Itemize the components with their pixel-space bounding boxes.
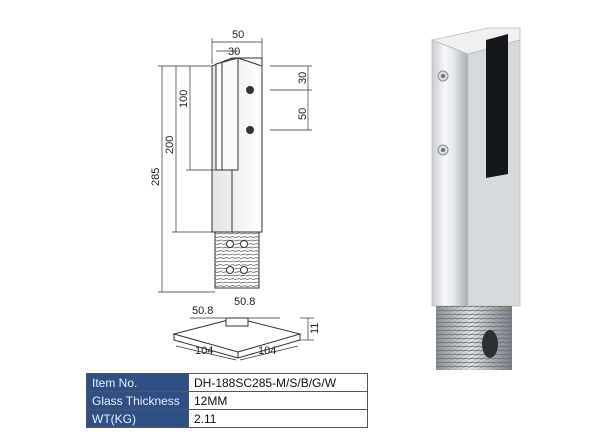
dim-slot-height: 100: [178, 90, 190, 108]
weight-value: 2.11: [188, 409, 368, 428]
item-no-value: DH-188SC285-M/S/B/G/W: [188, 373, 368, 392]
dim-hole-offset: 30: [297, 72, 309, 84]
dim-slot-width: 30: [228, 46, 240, 58]
dim-tube-height: 200: [164, 136, 176, 154]
product-render: [430, 27, 521, 370]
dim-plate-thickness: 11: [309, 323, 321, 334]
weight-label: WT(KG): [86, 409, 189, 428]
dim-base-width-a: 50.8: [192, 305, 213, 317]
sketch-dimension-lines: [158, 38, 314, 361]
glass-thickness-value: 12MM: [188, 391, 368, 410]
glass-thickness-label: Glass Thickness: [86, 391, 189, 410]
spec-table: Item No. DH-188SC285-M/S/B/G/W Glass Thi…: [86, 373, 368, 428]
table-row: Item No. DH-188SC285-M/S/B/G/W: [86, 373, 368, 392]
technical-drawing: 50 30 30 50 100 200 285 50.8 50.8 11 104…: [150, 27, 521, 370]
dim-hole-spacing: 50: [297, 108, 309, 120]
dim-total-height: 285: [150, 168, 162, 186]
table-row: Glass Thickness 12MM: [86, 391, 368, 410]
sketch-post: [172, 57, 302, 359]
dim-top-width: 50: [232, 29, 244, 41]
item-no-label: Item No.: [86, 373, 189, 392]
dim-plate-length-a: 104: [195, 345, 213, 357]
dim-base-width-b: 50.8: [234, 296, 255, 308]
table-row: WT(KG) 2.11: [86, 409, 368, 428]
dim-plate-length-b: 104: [258, 345, 276, 357]
